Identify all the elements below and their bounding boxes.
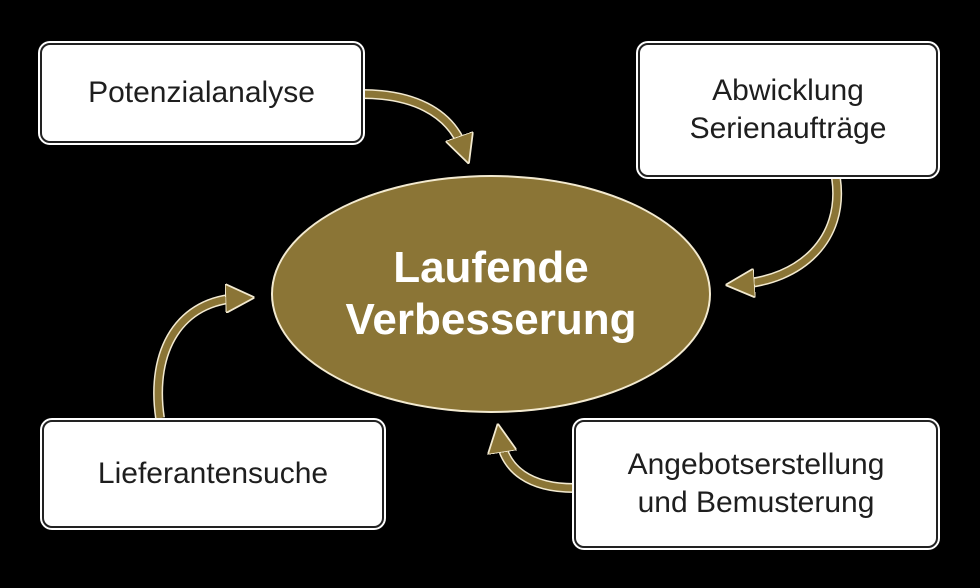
arrow-lieferant-to-center [153,293,241,419]
center-label-line1: Laufende [393,243,589,292]
center-ellipse-laufende-verbesserung: Laufende Verbesserung [273,177,709,411]
node-angebotserstellung-bemusterung: Angebotserstellung und Bemusterung [574,420,938,548]
center-label-line2: Verbesserung [345,295,637,344]
node-label-line2: und Bemusterung [637,486,875,519]
node-label-line2: Serienaufträge [689,112,887,145]
node-label: Lieferantensuche [97,457,329,490]
node-lieferantensuche: Lieferantensuche [42,420,384,528]
node-label-line1: Abwicklung [712,74,864,107]
node-abwicklung-serienauftraege: Abwicklung Serienaufträge [638,43,938,177]
node-label-line1: Angebotserstellung [627,448,885,481]
node-label: Potenzialanalyse [88,76,315,109]
node-potenzialanalyse: Potenzialanalyse [40,43,363,143]
